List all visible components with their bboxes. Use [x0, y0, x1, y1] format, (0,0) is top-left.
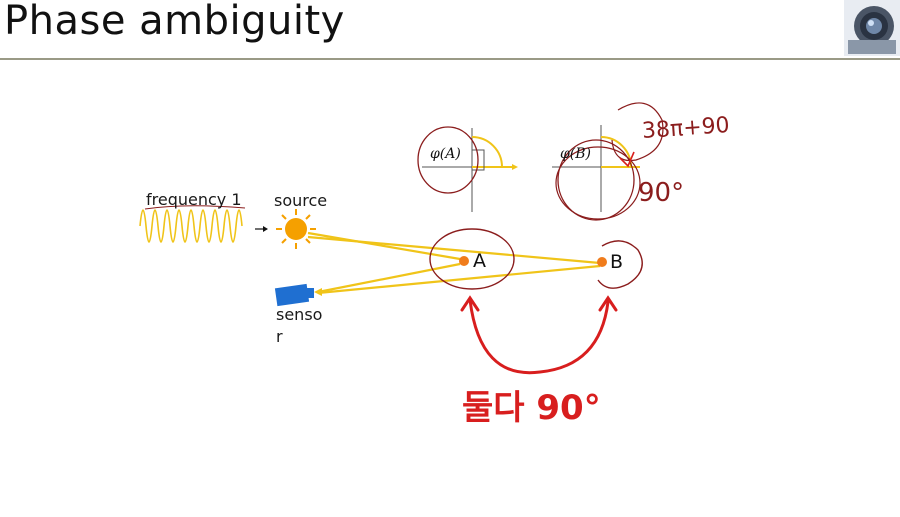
sensor-icon — [274, 283, 314, 307]
phase-diagram-b — [552, 102, 664, 221]
ink-circle-b — [597, 240, 643, 289]
wave-to-source-arrow — [255, 226, 268, 232]
freq-ink-mark — [144, 205, 246, 210]
angle-b-annotation: 90° — [638, 178, 685, 208]
phase-diagram-a — [417, 126, 518, 212]
point-b-label: B — [610, 251, 624, 273]
frequency-label: frequency 1 — [146, 190, 242, 209]
both-arrow — [460, 295, 618, 375]
sensor-label-line1: senso — [276, 305, 323, 324]
camera-lens-logo-icon — [844, 0, 900, 56]
ink-circle-a — [429, 228, 515, 290]
frequency-wave — [139, 209, 243, 243]
phase-b-label: φ(B) — [560, 146, 592, 162]
phase-a-label: φ(A) — [430, 146, 461, 162]
source-label: source — [274, 191, 328, 210]
title-divider — [0, 58, 900, 60]
point-a-dot — [459, 256, 469, 266]
sensor-label-line2: r — [276, 327, 283, 346]
beam-arrowhead — [314, 288, 322, 296]
light-beams — [307, 231, 601, 295]
sun-icon — [276, 209, 316, 249]
both-annotation: 둘다 90° — [462, 388, 601, 428]
point-b-dot — [597, 257, 607, 267]
slide-title: Phase ambiguity — [4, 0, 345, 44]
point-a-label: A — [473, 250, 486, 272]
